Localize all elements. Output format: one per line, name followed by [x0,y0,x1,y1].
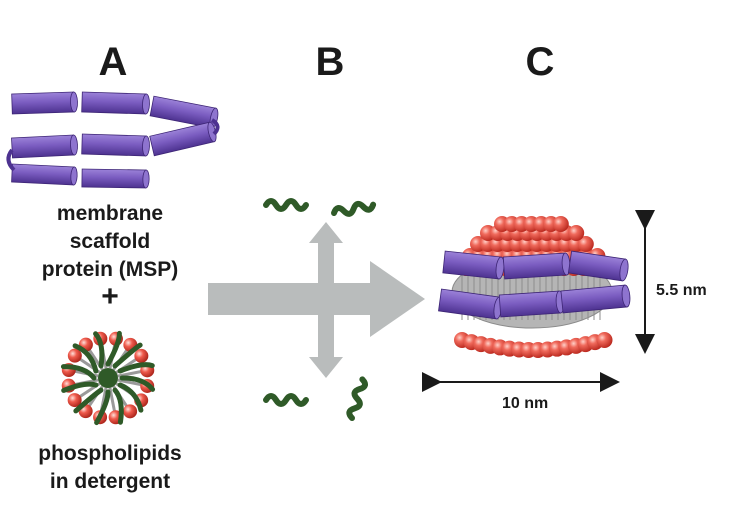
msp-helix [81,168,150,189]
msp-helix [149,121,217,157]
detergent-molecule [117,382,144,413]
msp-caption-line-2: scaffold [69,230,151,253]
lipid-headgroup [596,332,613,348]
lipid-headgroup [67,348,82,363]
msp-helix [11,134,78,159]
arrow-branch-up [309,222,343,285]
panel-label-c: C [525,40,555,84]
detergent-molecule [73,387,104,414]
lipid-headgroup [552,216,569,232]
lipid-headgroup [134,348,149,363]
width-dimension-label: 10 nm [502,395,549,412]
detergent-molecule [93,331,105,369]
msp-caption: membrane scaffold protein (MSP) [0,200,220,284]
phospholipid-caption: phospholipids in detergent [0,440,220,496]
detergent-molecule [263,393,309,407]
detergent-molecule [72,343,99,374]
msp-helix [560,284,631,314]
detergent-molecule [60,364,97,381]
panel-label-b: B [315,40,345,84]
lipid-headgroup [67,393,82,408]
detergent-micelle-illustration [60,330,156,426]
msp-helix [81,133,150,157]
msp-caption-line-3: protein (MSP) [41,258,179,281]
released-detergent-molecules [263,198,377,421]
phospholipid-caption-line-2: in detergent [49,470,171,493]
msp-helix [502,252,571,280]
nanodisc-illustration [438,216,631,358]
height-dimension-label: 5.5 nm [656,282,707,299]
detergent-molecule [105,330,122,367]
assembly-arrow [208,222,425,378]
msp-caption-line-1: membrane [56,202,164,225]
detergent-molecule [94,389,111,426]
detergent-molecule [117,362,155,374]
phospholipid-caption-line-1: phospholipids [38,442,182,465]
msp-helix [11,91,78,115]
msp-helix [567,250,629,282]
msp-belt-illustration [6,91,220,189]
detergent-molecule [119,375,156,392]
detergent-molecule [112,387,124,425]
lipid-headgroup [568,225,585,241]
msp-helix [442,250,505,280]
plus-sign: + [101,280,119,313]
detergent-molecule [263,198,309,212]
lipid-headgroup [123,404,138,419]
detergent-molecule [346,376,368,421]
detergent-molecule [112,342,143,369]
arrow-branch-down [309,300,343,378]
lipid-headgroup [577,236,594,252]
detergent-molecule [61,381,99,393]
msp-helix [498,290,565,318]
msp-helix [81,91,150,115]
msp-helix [11,163,78,186]
panel-label-a: A [98,40,128,84]
detergent-molecule [331,200,377,217]
arrow-main [208,261,425,337]
